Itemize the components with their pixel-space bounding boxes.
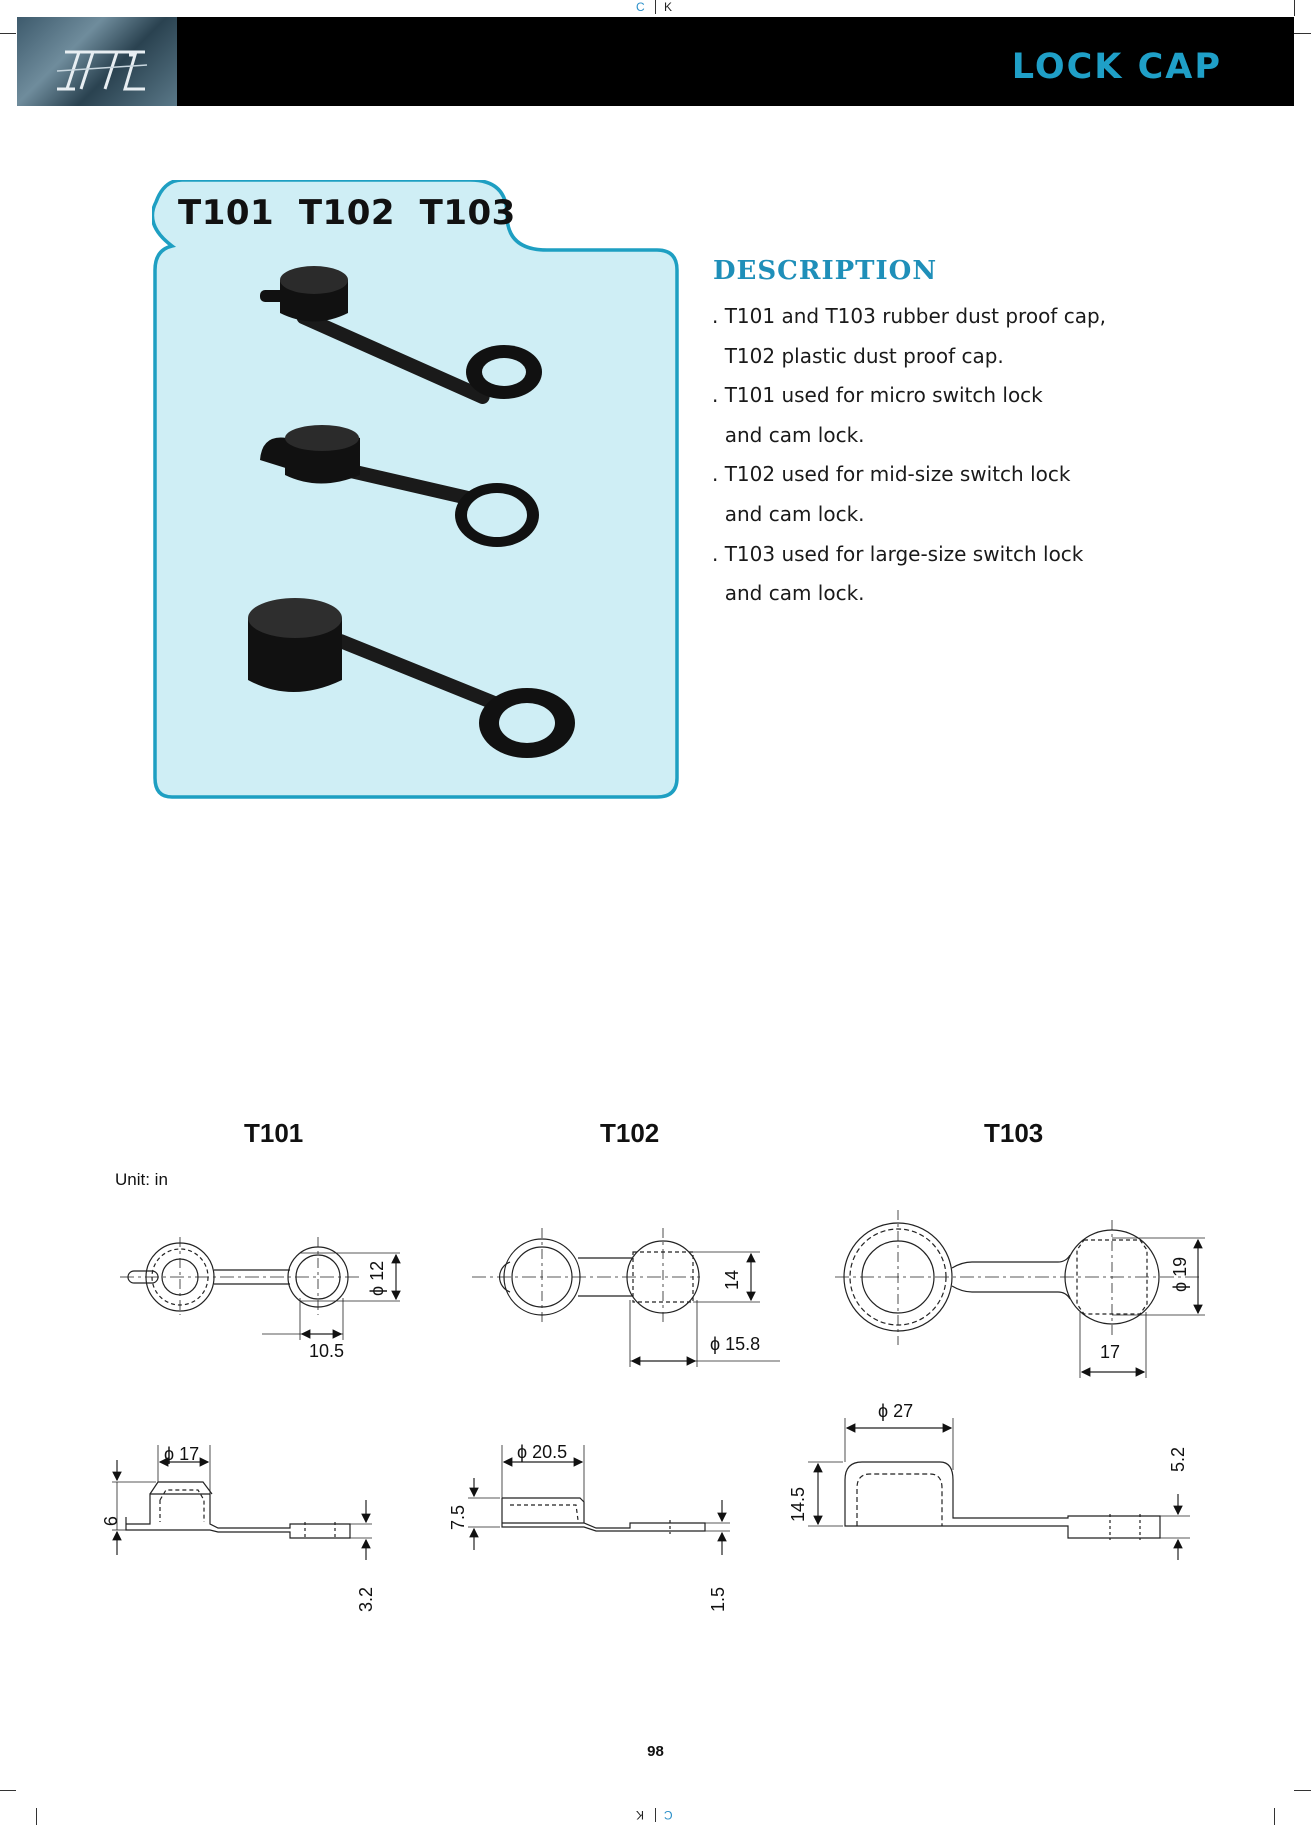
models-title: T101 T102 T103 — [178, 193, 516, 233]
crop-mark — [0, 1790, 16, 1791]
t103-drawing-title: T103 — [984, 1118, 1044, 1148]
t101-hole-width-dim: 10.5 — [309, 1341, 344, 1361]
registration-mark-c: C — [636, 0, 645, 14]
t101-side-view — [112, 1445, 372, 1560]
description-line: . T101 used for micro switch lock — [712, 383, 1043, 408]
description-line: T102 plastic dust proof cap. — [712, 343, 1004, 368]
t102-drawing-title: T102 — [600, 1118, 660, 1148]
crop-mark — [1294, 33, 1311, 34]
registration-mark-k: K — [664, 0, 673, 14]
registration-divider-bottom — [655, 1808, 656, 1822]
t103-side-view — [808, 1418, 1190, 1560]
unit-label: Unit: in — [115, 1170, 168, 1189]
page-number: 98 — [647, 1743, 664, 1760]
crop-mark — [0, 33, 16, 34]
t101-drawing-title: T101 — [244, 1118, 304, 1148]
t101-cap-dia-dim: ϕ 17 — [164, 1444, 199, 1464]
t103-cap-photo — [248, 598, 575, 758]
t102-cap-dia-dim: ϕ 20.5 — [517, 1442, 567, 1462]
t102-height-dim: 7.5 — [448, 1505, 468, 1530]
t103-hole-width-dim: 17 — [1100, 1342, 1120, 1362]
description-line: . T102 used for mid-size switch lock — [712, 462, 1071, 487]
t102-hole-height-dim: 14 — [722, 1270, 742, 1290]
registration-mark-k-bottom: K — [636, 1808, 645, 1822]
t102-top-view — [472, 1228, 780, 1367]
t102-cap-photo — [260, 425, 539, 547]
t103-height-dim: 14.5 — [788, 1487, 808, 1522]
t101-cap-photo — [260, 266, 542, 404]
description-line: . T103 used for large-size switch lock — [712, 541, 1084, 566]
t103-cap-thickness-dim: 5.2 — [1168, 1447, 1188, 1472]
t101-hole-dia-dim: ϕ 12 — [367, 1261, 387, 1296]
description-line: and cam lock. — [712, 422, 865, 447]
t103-hole-dia-dim: ϕ 19 — [1170, 1257, 1190, 1292]
page-header: LOCK CAP — [17, 17, 1294, 106]
crop-mark — [1294, 1790, 1311, 1791]
crop-mark — [1294, 0, 1295, 16]
description-list: . T101 and T103 rubber dust proof cap, T… — [712, 297, 1232, 614]
crop-mark — [36, 1808, 37, 1825]
description-line: . T101 and T103 rubber dust proof cap, — [712, 304, 1107, 328]
t103-top-view — [835, 1210, 1205, 1378]
t102-thickness-dim: 1.5 — [708, 1587, 728, 1612]
section-title: LOCK CAP — [1011, 47, 1222, 87]
t101-thickness-dim: 3.2 — [356, 1587, 376, 1612]
t101-top-view — [120, 1237, 401, 1340]
t103-cap-dia-dim: ϕ 27 — [878, 1401, 913, 1421]
crop-mark — [1274, 1808, 1275, 1825]
description-line: and cam lock. — [712, 581, 865, 606]
company-logo — [17, 17, 177, 106]
registration-divider — [655, 0, 656, 14]
logo-mark-icon — [56, 50, 148, 91]
description-heading: DESCRIPTION — [713, 256, 938, 286]
t101-height-dim: 9 — [100, 1516, 120, 1526]
t102-side-view — [468, 1445, 730, 1555]
registration-mark-c-bottom: C — [664, 1808, 673, 1822]
product-photo-panel — [152, 180, 679, 799]
t102-hole-dia-dim: ϕ 15.8 — [710, 1334, 760, 1354]
description-line: and cam lock. — [712, 501, 865, 526]
